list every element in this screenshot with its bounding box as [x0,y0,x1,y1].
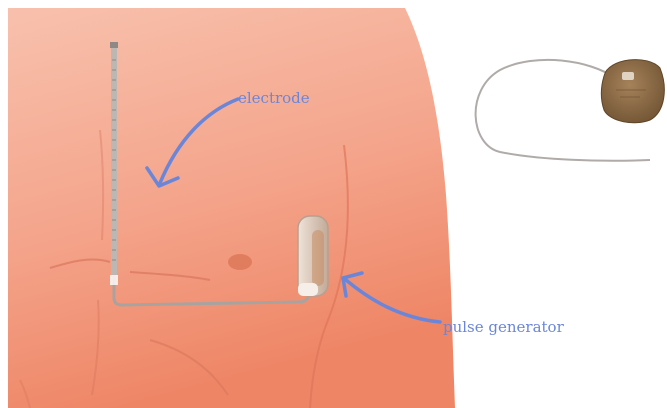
inset-device [601,60,664,123]
inset-device-logo [622,72,634,80]
electrode-coil-texture [112,60,116,260]
electrode-tip [110,42,118,48]
electrode-label: electrode [238,89,310,107]
electrode-sensing-ring [110,275,118,285]
torso [8,8,455,408]
pulse-generator-label: pulse generator [443,318,564,336]
pulse-generator-shading [312,230,324,286]
nipple [228,254,252,270]
pulse-generator-header [298,283,318,296]
